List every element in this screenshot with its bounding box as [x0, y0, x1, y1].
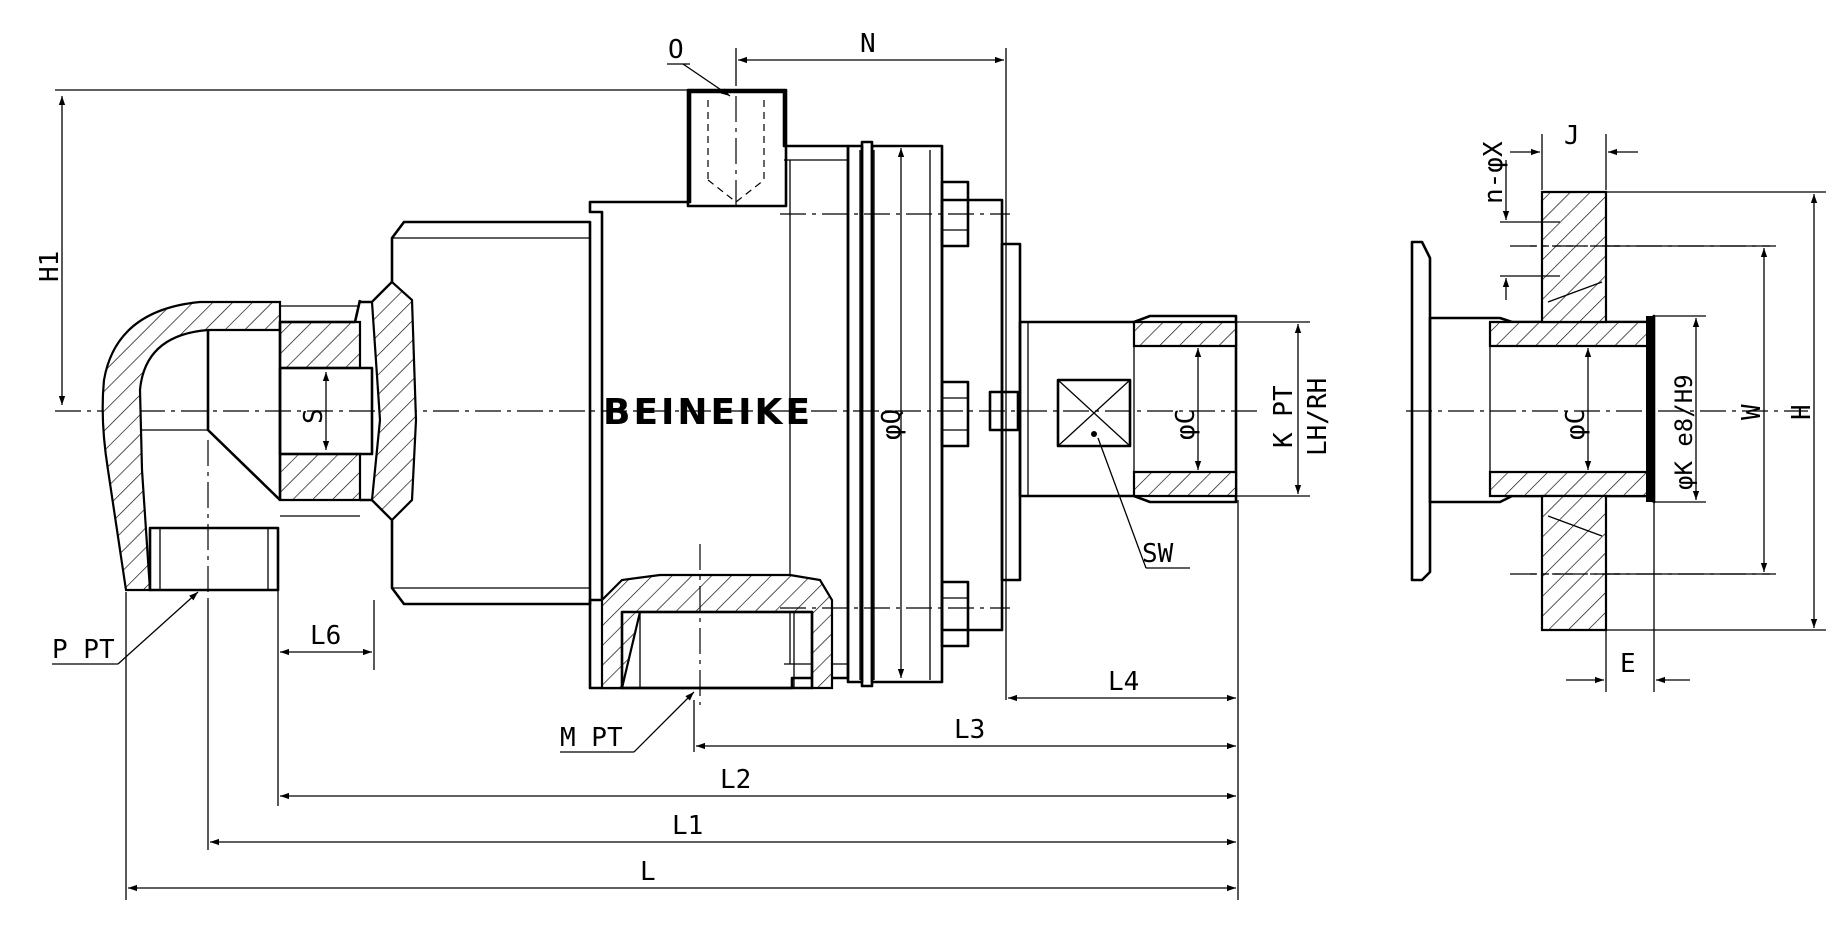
label-J: J: [1564, 121, 1580, 151]
elbow-fitting: [101, 300, 282, 600]
label-K-fit: φK e8/H9: [1670, 374, 1698, 490]
label-n-X: n-φX: [1479, 141, 1509, 204]
label-S: S: [299, 408, 329, 424]
label-L1: L1: [672, 811, 703, 841]
main-view: BEINEIKE H1 O N S φQ φC: [35, 29, 1333, 900]
label-Q: φQ: [877, 409, 907, 440]
flange-view: n-φX J φC φK e8/H9 W H: [1406, 121, 1826, 692]
dimensions-main: H1 O N S φQ φC K PT LH/RH: [35, 29, 1333, 900]
label-SW: SW: [1142, 539, 1174, 569]
label-L2: L2: [720, 765, 751, 795]
label-H1: H1: [35, 251, 65, 282]
bottom-port: [600, 544, 834, 705]
label-L: L: [640, 857, 656, 887]
label-L4: L4: [1108, 667, 1139, 697]
body-housing: [360, 220, 592, 606]
label-M-PT: M PT: [560, 723, 623, 753]
threaded-nipple: [278, 299, 374, 517]
label-W: W: [1737, 404, 1767, 420]
label-L3: L3: [954, 715, 985, 745]
label-N: N: [860, 29, 876, 59]
label-C-flange: φC: [1561, 409, 1591, 440]
bolts: [940, 180, 970, 648]
label-LH-RH: LH/RH: [1303, 378, 1333, 456]
label-E: E: [1620, 649, 1636, 679]
dimensions-flange: n-φX J φC φK e8/H9 W H: [1479, 121, 1826, 692]
top-port: [686, 88, 788, 210]
rotor-shaft: [988, 242, 1238, 582]
label-C-main: φC: [1171, 409, 1201, 440]
label-O: O: [668, 35, 684, 65]
label-K-PT: K PT: [1269, 385, 1299, 448]
brand-text: BEINEIKE: [603, 392, 813, 433]
label-P-PT: P PT: [52, 635, 115, 665]
label-H: H: [1787, 404, 1817, 420]
label-L6: L6: [310, 621, 341, 651]
